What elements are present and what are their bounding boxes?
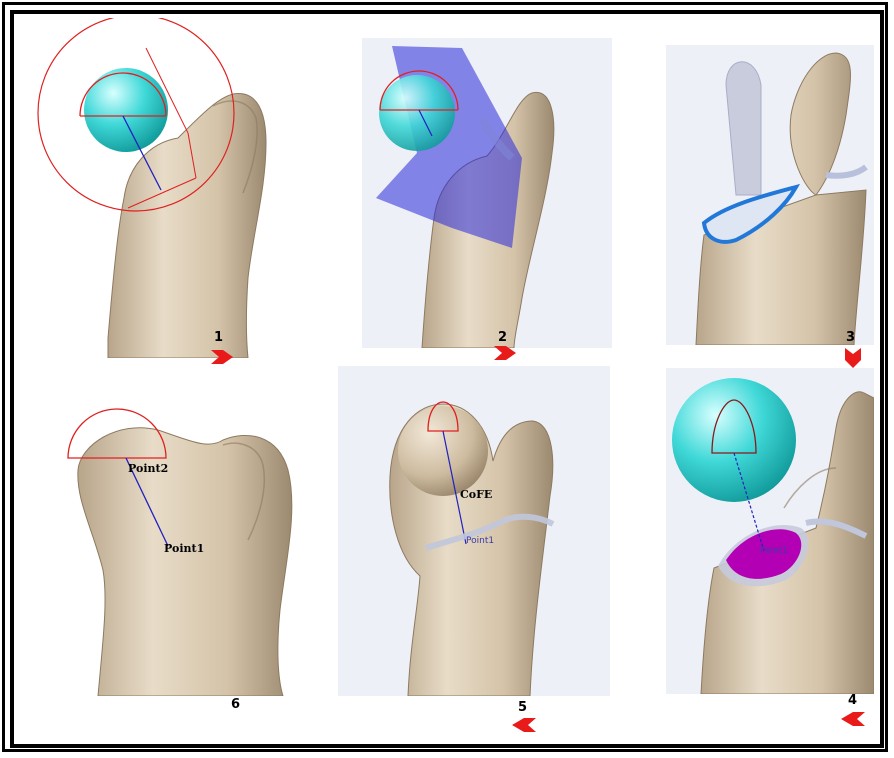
panel-step-4: Point1 [666,368,874,694]
femur-shaft [78,428,292,696]
arrow-left-icon [839,710,867,728]
arrow-right-icon [492,344,518,362]
label-point1-small: Point1 [466,536,494,546]
panel-step-3 [666,45,874,345]
step-number-5: 5 [518,700,527,715]
femoral-head-sphere [84,68,168,152]
panel-step-2 [362,38,612,348]
label-point1: Point1 [164,542,204,555]
step-number-1: 1 [214,330,223,345]
panel-step-6: Point2 Point1 [58,400,298,696]
step-number-4: 4 [848,693,857,708]
cyan-sphere [672,378,796,502]
arrow-down-icon [843,346,863,370]
label-point-small-4: Point1 [760,546,788,556]
label-point2: Point2 [128,462,168,475]
arrow-left-icon [510,716,538,734]
femoral-head-sphere [379,75,455,151]
step-number-3: 3 [846,330,855,345]
arrow-right-icon [209,348,235,366]
panel-step-1 [28,18,288,358]
step-number-2: 2 [498,330,507,345]
panel-step-5: CoFE Point1 [338,366,610,696]
label-cofe: CoFE [460,488,492,501]
step-number-6: 6 [231,697,240,712]
